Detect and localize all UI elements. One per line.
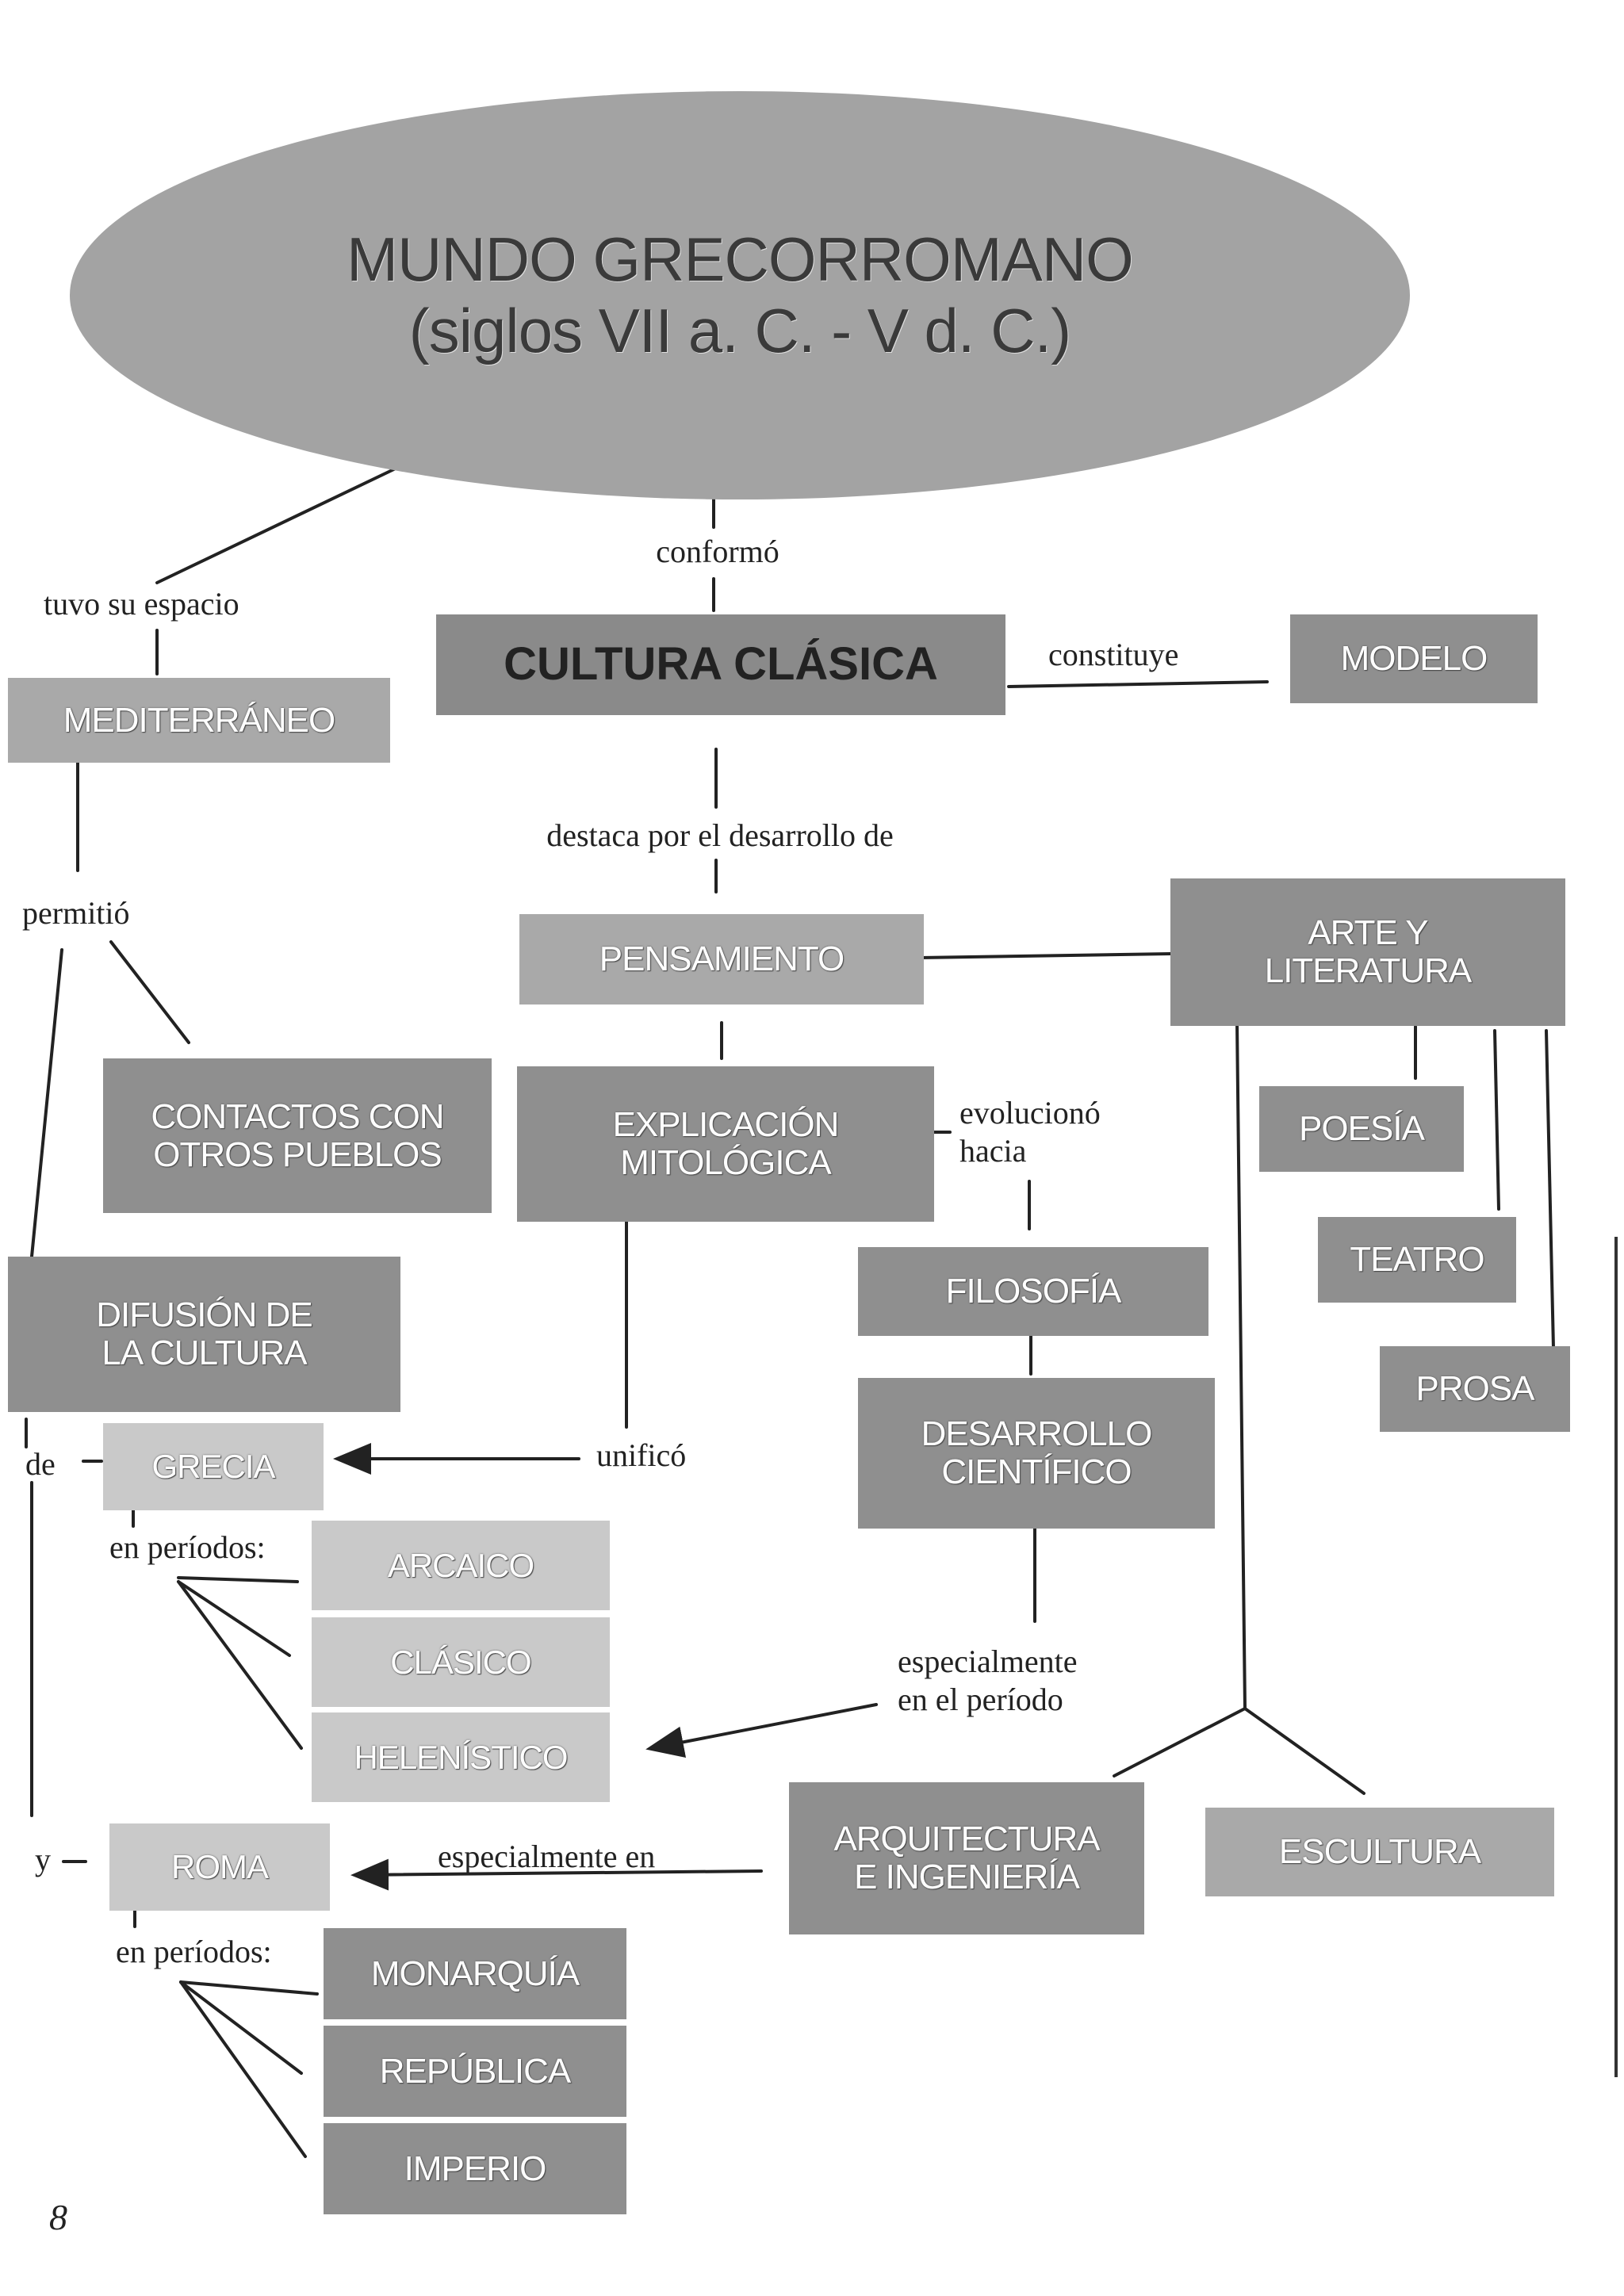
page-edge-rule — [1614, 1237, 1618, 2077]
node-arquitectura: ARQUITECTURA E INGENIERÍA — [789, 1782, 1144, 1934]
node-modelo: MODELO — [1290, 614, 1538, 703]
node-teatro: TEATRO — [1318, 1217, 1516, 1303]
line-split-arquitectura — [1113, 1707, 1247, 1777]
label-de: de — [25, 1446, 56, 1482]
label-en-periodos-grecia: en períodos: — [109, 1529, 266, 1565]
node-clasico: CLÁSICO — [312, 1617, 610, 1707]
label-especialmente-en: especialmente en — [438, 1839, 656, 1874]
line-pensamiento-arte — [918, 952, 1172, 959]
node-escultura: ESCULTURA — [1205, 1808, 1554, 1896]
node-monarquia: MONARQUÍA — [324, 1928, 626, 2019]
node-difusion: DIFUSIÓN DE LA CULTURA — [8, 1257, 400, 1412]
line-permitio-difusion — [30, 948, 63, 1258]
page-number: 8 — [49, 2197, 67, 2237]
label-permitio: permitió — [22, 895, 130, 931]
title-line-1: MUNDO GRECORROMANO — [347, 224, 1134, 294]
line-periodos-republica — [179, 1980, 303, 2075]
title-line-2: (siglos VII a. C. - V d. C.) — [408, 295, 1072, 365]
label-evoluciono: evolucionó hacia — [959, 1095, 1101, 1169]
line-split-escultura — [1243, 1707, 1365, 1795]
node-imperio: IMPERIO — [324, 2123, 626, 2214]
line-periodos-imperio — [179, 1980, 307, 2158]
line-periodos-monarquia — [179, 1980, 319, 1996]
node-grecia: GRECIA — [103, 1423, 324, 1510]
node-roma: ROMA — [109, 1823, 330, 1911]
label-en-periodos-roma: en períodos: — [116, 1934, 272, 1969]
label-conformo: conformó — [656, 534, 779, 569]
label-destaca: destaca por el desarrollo de — [546, 817, 894, 853]
node-helenistico: HELENÍSTICO — [312, 1712, 610, 1802]
arrow-arquitectura-roma — [350, 1858, 763, 1891]
node-contactos: CONTACTOS CON OTROS PUEBLOS — [103, 1058, 492, 1213]
node-mediterraneo: MEDITERRÁNEO — [8, 678, 390, 763]
node-prosa: PROSA — [1380, 1346, 1570, 1432]
node-desarrollo: DESARROLLO CIENTÍFICO — [858, 1378, 1215, 1529]
node-pensamiento: PENSAMIENTO — [519, 914, 924, 1004]
arrow-especialmente-helenistico — [645, 1703, 878, 1758]
node-arcaico: ARCAICO — [312, 1521, 610, 1610]
line-periodos-helenistico — [177, 1580, 303, 1750]
line-permitio-contactos — [109, 940, 190, 1044]
line-arte-prosa — [1545, 1029, 1556, 1385]
label-constituye: constituye — [1048, 637, 1179, 672]
label-especialmente: especialmente en el período — [898, 1644, 1078, 1717]
title-ellipse: MUNDO GRECORROMANO (siglos VII a. C. - V… — [70, 91, 1410, 499]
node-filosofia: FILOSOFÍA — [858, 1247, 1208, 1336]
node-cultura-clasica: CULTURA CLÁSICA — [436, 614, 1005, 715]
line-arte-teatro — [1493, 1029, 1500, 1211]
node-explicacion: EXPLICACIÓN MITOLÓGICA — [517, 1066, 934, 1222]
line-arte-down — [1235, 1021, 1247, 1710]
node-poesia: POESÍA — [1259, 1086, 1464, 1172]
line-cultura-modelo — [1007, 680, 1269, 688]
line-periodos-arcaico — [177, 1576, 299, 1583]
label-unifico: unificó — [596, 1437, 687, 1473]
line-ellipse-tuvo — [155, 465, 402, 584]
label-tuvo-su-espacio: tuvo su espacio — [44, 586, 239, 622]
line-periodos-clasico — [177, 1580, 291, 1657]
node-arte-literatura: ARTE Y LITERATURA — [1170, 878, 1565, 1026]
label-y: y — [35, 1842, 51, 1877]
node-republica: REPÚBLICA — [324, 2026, 626, 2117]
